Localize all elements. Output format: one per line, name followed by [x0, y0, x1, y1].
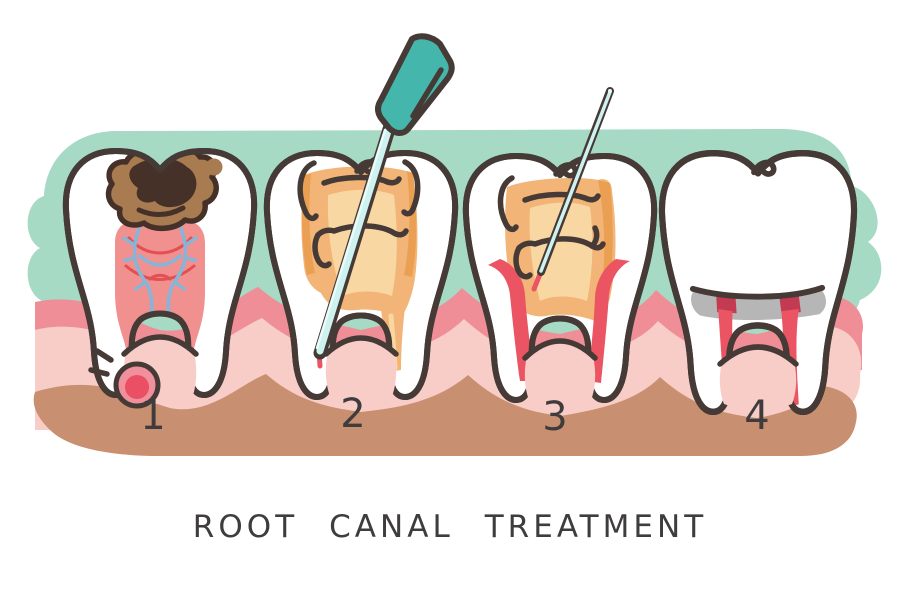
- tooth-3-left-canal: [488, 259, 535, 381]
- tooth-2-cavity-lines: [297, 159, 421, 269]
- tooth-3-filling-highlight: [529, 202, 593, 301]
- tooth-4-canal-seal-left: [716, 295, 737, 314]
- tooth-4-canal-seal-right: [779, 295, 801, 314]
- dental-drill-icon: [313, 33, 455, 369]
- tooth-2-filling-shade-right: [404, 171, 417, 277]
- file-tip-pulp: [531, 271, 543, 292]
- tooth-3-cavity-lines: [497, 175, 606, 280]
- tooth-2-filling-shade-left: [302, 174, 315, 275]
- caries-spot: [139, 189, 151, 201]
- gums: [33, 287, 863, 456]
- tooth-3-right-canal: [587, 259, 630, 383]
- pain-mark-1: [94, 348, 114, 363]
- drill-handle: [375, 33, 455, 136]
- abscess: [88, 348, 161, 409]
- caries-crack-line: [136, 205, 186, 217]
- step-3-number: 3: [542, 394, 568, 440]
- step-1-number: 1: [140, 393, 166, 439]
- tooth-4-crown-margin-line: [689, 284, 826, 300]
- endodontic-file-icon: [531, 87, 614, 292]
- page-title: ROOT CANAL TREATMENT: [192, 509, 708, 545]
- tooth-1-caries: [105, 151, 223, 231]
- drill-handle-line: [410, 67, 444, 119]
- step-2-number: 2: [340, 391, 366, 437]
- pain-mark-2: [88, 367, 110, 377]
- file-top-cap: [608, 89, 612, 93]
- gum-bone-layer: [33, 374, 857, 456]
- caries-dot: [205, 158, 223, 176]
- tooth-stage-3: [466, 156, 654, 400]
- step-4-number: 4: [744, 393, 770, 439]
